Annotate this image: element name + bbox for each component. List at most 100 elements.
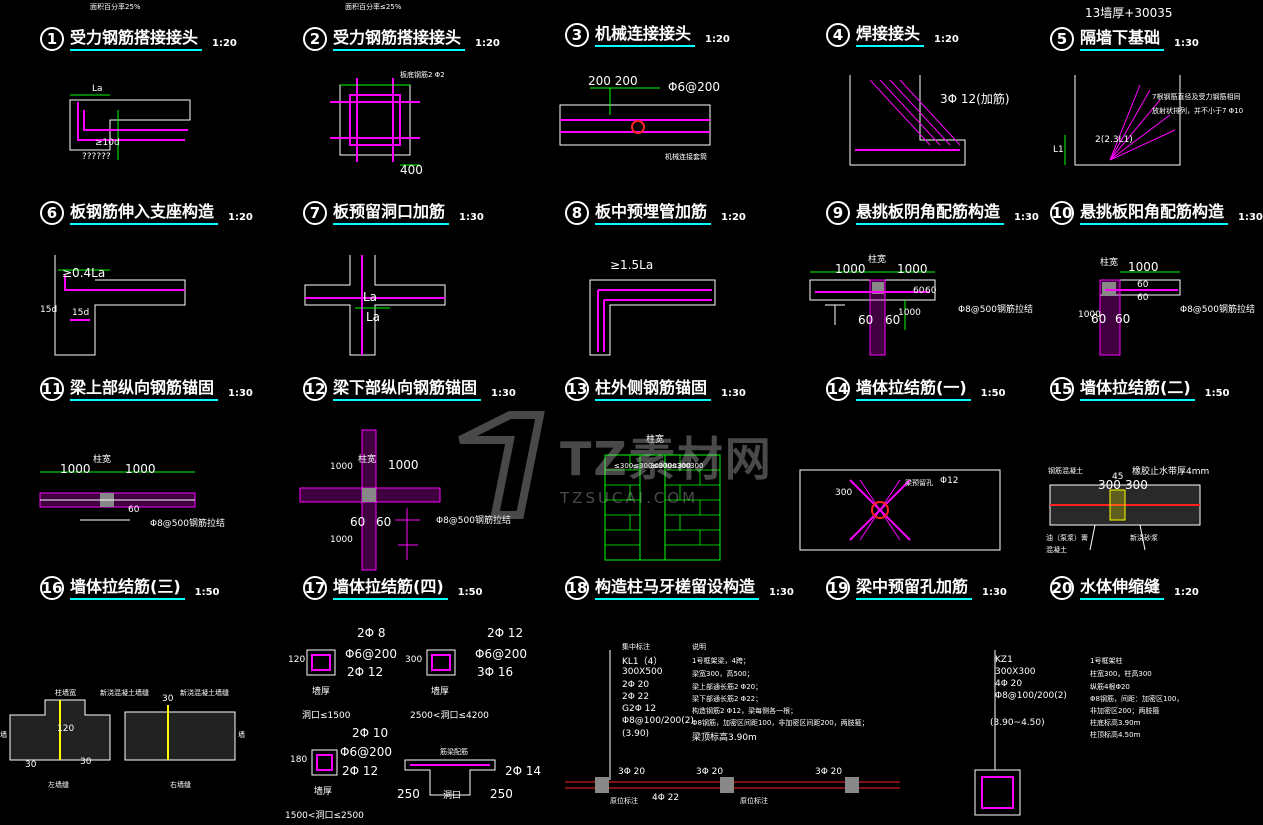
detail-title-text: 构造柱马牙槎留设构造 [595,573,760,600]
d15-f: 油（泵浆）膏 [1046,534,1088,542]
d1-10d: ≥10d [95,138,120,148]
d19-r5: 非加密区200；两肢箍 [1090,707,1160,715]
detail-title-text: 水体伸缩缝 [1080,573,1165,600]
detail-number: 5 [1050,27,1074,51]
detail-4-drawing [849,75,966,166]
d13-zk: 柱宽 [646,435,665,445]
d17-a4: 120 [288,655,306,665]
d16-a: 柱墙宽 [55,689,76,697]
d10-b1: 60 [1091,312,1107,326]
d12-zk: 柱宽 [358,455,377,465]
d10-r: 1000 [1128,260,1159,274]
detail-scale: 1:30 [491,388,516,399]
d9-v1: 60 [913,286,925,296]
detail-title-text: 受力钢筋搭接接头 [70,24,203,51]
d14-dim: 300 [835,488,853,498]
d16-i: 墙 [238,731,245,739]
d16-g: 墙 [0,731,7,739]
watermark-text: TZ素材网 [560,432,773,486]
d11-v: 60 [128,505,140,515]
d5-note1: 7根钢筋直径及受力钢筋相同 [1152,93,1241,101]
d18-s1: 3Φ 20 [618,767,646,777]
detail-number: 11 [40,377,64,401]
d18-s6: 原位标注 [740,797,768,805]
detail-9-drawing [809,271,936,356]
d9-zk: 柱宽 [868,255,887,265]
d12-bar: Φ8@500钢筋拉结 [436,516,511,526]
d18-l6: Φ8@100/200(2) [622,716,694,726]
d19-l3: 4Φ 20 [995,679,1023,689]
d17-d3: 250 [397,787,420,801]
detail-number: 1 [40,27,64,51]
watermark: TZ素材网 TZSUCAI.COM [450,410,773,520]
detail-5-drawing [1064,75,1181,166]
detail-13-drawing [604,454,721,561]
d6-c: 15d [72,308,90,318]
d16-d: 30 [162,694,174,704]
d17-b1: 2Φ 12 [487,626,524,640]
detail-scale: 1:30 [721,388,746,399]
detail-7-drawing [304,255,446,356]
d19-l2: 300X300 [995,667,1036,677]
d18-s5: 原位标注 [610,797,638,805]
detail-10-drawing [1099,271,1181,356]
detail-8-drawing [589,279,716,356]
d16-e: 120 [57,724,75,734]
d11-bar: Φ8@500钢筋拉结 [150,519,225,529]
detail-number: 14 [826,377,850,401]
detail-title-text: 梁上部纵向钢筋锚固 [70,374,219,401]
d16-c: 新浇混凝土墙缝 [180,689,229,697]
d17-a6: 洞口≤1500 [302,711,351,721]
d10-v2: 60 [1137,293,1149,303]
detail-number: 6 [40,201,64,225]
detail-scale: 1:50 [194,587,220,598]
detail-1-drawing [69,94,191,160]
d15-h: 混凝土 [1046,546,1067,554]
d17-d2: 2Φ 14 [505,764,542,778]
detail-15-drawing [1049,484,1201,551]
d9-v2: 60 [925,286,937,296]
watermark-logo-icon [458,411,545,519]
d13-dims: ≤300≤300≤300≤300 [614,462,691,470]
detail-number: 4 [826,23,850,47]
detail-scale: 1:30 [982,587,1007,598]
detail-scale: 1:20 [475,38,500,49]
detail-3-drawing [559,87,711,146]
detail-title-text: 墙体拉结筋(一) [856,374,971,401]
d19-l5: (3.90~4.50) [990,718,1045,728]
d18-r7: 梁顶标高3.90m [692,733,757,743]
d15-g: 新浇砂浆 [1130,534,1158,542]
detail-scale: 1:30 [1014,212,1039,223]
d17-c5: 墙厚 [314,787,333,797]
d17-d4: 洞口 [443,791,462,801]
d12-r: 1000 [388,458,419,472]
d18-l2: 300X500 [622,667,663,677]
detail-title-text: 板中预埋管加筋 [595,198,712,225]
detail-number: 19 [826,576,850,600]
detail-title-text: 隔墙下基础 [1080,24,1165,51]
detail-number: 17 [303,576,327,600]
detail-18-drawing [565,650,900,793]
detail-title-text: 梁中预留孔加筋 [856,573,973,600]
d11-zk: 柱宽 [93,455,112,465]
detail-title-text: 板预留洞口加筋 [333,198,450,225]
detail-scale: 1:50 [980,388,1006,399]
d17-a2: Φ6@200 [345,647,397,661]
d19-r1: 1号框架柱 [1090,657,1123,665]
d15-e: 300 [1125,478,1148,492]
d3-dims: 200 200 [588,74,638,88]
detail-number: 18 [565,576,589,600]
d10-bar: Φ8@500钢筋拉结 [1180,305,1255,315]
d18-l7: (3.90) [622,729,650,739]
d9-bot: 1000 [898,308,921,318]
detail-19-drawing [974,650,1021,816]
d10-zk: 柱宽 [1100,258,1119,268]
d10-left: 1000 [1078,310,1101,320]
detail-number: 3 [565,23,589,47]
